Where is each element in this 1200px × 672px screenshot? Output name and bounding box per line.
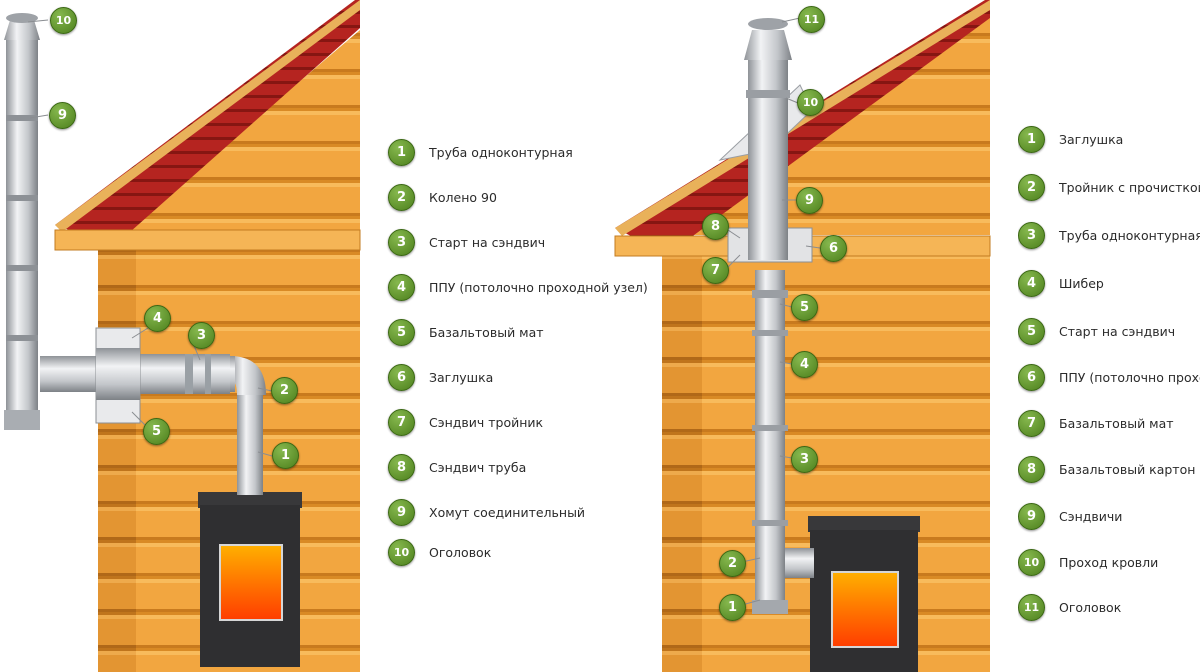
legend-number-badge: 2 bbox=[388, 183, 415, 211]
right-callout-6: 6 bbox=[820, 235, 847, 262]
left-side-wall bbox=[98, 248, 136, 672]
legend-label: Базальтовый мат bbox=[1059, 415, 1174, 431]
legend-label: Заглушка bbox=[1059, 131, 1124, 147]
legend-number-badge: 5 bbox=[388, 318, 415, 346]
legend-label: Оголовок bbox=[429, 544, 492, 560]
legend-number-badge: 1 bbox=[1018, 125, 1045, 153]
legend-label: ППУ (потолочно проходной узел) bbox=[1059, 369, 1200, 385]
legend-number-badge: 7 bbox=[1018, 409, 1045, 437]
left-legend-item: 10 Оголовок bbox=[388, 537, 491, 567]
right-legend-item: 5 Старт на сэндвич bbox=[1018, 316, 1175, 346]
legend-label: Оголовок bbox=[1059, 599, 1122, 615]
left-legend-item: 9 Хомут соединительный bbox=[388, 497, 585, 527]
right-legend-item: 6 ППУ (потолочно проходной узел) bbox=[1018, 362, 1200, 392]
legend-number-badge: 4 bbox=[388, 273, 415, 301]
legend-number-badge: 10 bbox=[388, 538, 415, 566]
legend-label: Базальтовый картон bbox=[1059, 461, 1196, 477]
legend-label: Сэндвичи bbox=[1059, 508, 1123, 524]
left-callout-4: 4 bbox=[144, 305, 171, 332]
legend-label: Тройник с прочисткой bbox=[1059, 179, 1200, 195]
right-legend-item: 10 Проход кровли bbox=[1018, 547, 1158, 577]
legend-number-badge: 7 bbox=[388, 408, 415, 436]
legend-number-badge: 6 bbox=[1018, 363, 1045, 391]
legend-label: Колено 90 bbox=[429, 189, 497, 205]
legend-number-badge: 8 bbox=[388, 453, 415, 481]
legend-number-badge: 3 bbox=[1018, 221, 1045, 249]
right-legend-item: 7 Базальтовый мат bbox=[1018, 408, 1174, 438]
legend-label: ППУ (потолочно проходной узел) bbox=[429, 279, 648, 295]
legend-number-badge: 4 bbox=[1018, 269, 1045, 297]
left-house bbox=[4, 0, 361, 672]
legend-label: Базальтовый мат bbox=[429, 324, 544, 340]
legend-number-badge: 11 bbox=[1018, 593, 1045, 621]
left-legend-item: 1 Труба одноконтурная bbox=[388, 137, 573, 167]
right-callout-2: 2 bbox=[719, 550, 746, 577]
right-legend-item: 4 Шибер bbox=[1018, 268, 1104, 298]
legend-label: Старт на сэндвич bbox=[429, 234, 546, 250]
right-main-pipe bbox=[755, 270, 785, 610]
right-side-wall bbox=[662, 255, 702, 672]
right-legend-item: 1 Заглушка bbox=[1018, 124, 1123, 154]
left-callout-10: 10 bbox=[50, 7, 77, 34]
left-stove-pipe bbox=[237, 395, 263, 495]
right-callout-3: 3 bbox=[791, 446, 818, 473]
right-legend-item: 8 Базальтовый картон bbox=[1018, 454, 1195, 484]
right-callout-10: 10 bbox=[797, 89, 824, 116]
legend-number-badge: 8 bbox=[1018, 455, 1045, 483]
legend-label: Старт на сэндвич bbox=[1059, 323, 1176, 339]
left-callout-1: 1 bbox=[272, 442, 299, 469]
right-callout-11: 11 bbox=[798, 6, 825, 33]
right-legend: 1 Заглушка 2 Тройник с прочисткой 3 Труба о… bbox=[1018, 124, 1200, 624]
right-callout-9: 9 bbox=[796, 187, 823, 214]
right-callout-8: 8 bbox=[702, 213, 729, 240]
right-callout-4: 4 bbox=[791, 351, 818, 378]
left-legend-item: 6 Заглушка bbox=[388, 362, 493, 392]
legend-label: Проход кровли bbox=[1059, 554, 1159, 570]
left-legend-item: 7 Сэндвич тройник bbox=[388, 407, 543, 437]
right-legend-item: 2 Тройник с прочисткой bbox=[1018, 172, 1200, 202]
right-stove bbox=[808, 516, 920, 672]
right-legend-item: 3 Труба одноконтурная bbox=[1018, 220, 1200, 250]
legend-number-badge: 5 bbox=[1018, 317, 1045, 345]
left-legend: 1 Труба одноконтурная 2 Колено 90 3 Старт н… bbox=[388, 137, 648, 567]
right-callout-5: 5 bbox=[791, 294, 818, 321]
left-legend-item: 3 Старт на сэндвич bbox=[388, 227, 545, 257]
legend-number-badge: 2 bbox=[1018, 173, 1045, 201]
left-legend-item: 4 ППУ (потолочно проходной узел) bbox=[388, 272, 648, 302]
left-callout-2: 2 bbox=[271, 377, 298, 404]
legend-label: Шибер bbox=[1059, 275, 1104, 291]
right-legend-item: 11 Оголовок bbox=[1018, 592, 1121, 622]
right-callout-1: 1 bbox=[719, 594, 746, 621]
left-elbow bbox=[230, 356, 266, 395]
legend-number-badge: 9 bbox=[388, 498, 415, 526]
left-chimney bbox=[6, 40, 38, 430]
legend-label: Хомут соединительный bbox=[429, 504, 586, 520]
legend-number-badge: 1 bbox=[388, 138, 415, 166]
legend-label: Труба одноконтурная bbox=[429, 144, 573, 160]
legend-label: Сэндвич тройник bbox=[429, 414, 544, 430]
left-stove bbox=[198, 492, 302, 667]
left-legend-item: 5 Базальтовый мат bbox=[388, 317, 544, 347]
legend-label: Сэндвич труба bbox=[429, 459, 527, 475]
right-chimney-cap bbox=[744, 30, 792, 60]
legend-label: Труба одноконтурная bbox=[1059, 227, 1200, 243]
left-ceiling-beam bbox=[54, 229, 361, 251]
right-legend-item: 9 Сэндвичи bbox=[1018, 501, 1122, 531]
legend-number-badge: 10 bbox=[1018, 548, 1045, 576]
right-callout-7: 7 bbox=[702, 257, 729, 284]
left-callout-3: 3 bbox=[188, 322, 215, 349]
legend-label: Заглушка bbox=[429, 369, 494, 385]
right-house bbox=[614, 0, 991, 672]
left-roof-edge bbox=[55, 0, 360, 232]
left-chimney-cap bbox=[4, 20, 40, 40]
legend-number-badge: 3 bbox=[388, 228, 415, 256]
left-callout-9: 9 bbox=[49, 102, 76, 129]
left-callout-5: 5 bbox=[143, 418, 170, 445]
legend-number-badge: 6 bbox=[388, 363, 415, 391]
left-legend-item: 2 Колено 90 bbox=[388, 182, 497, 212]
left-legend-item: 8 Сэндвич труба bbox=[388, 452, 526, 482]
legend-number-badge: 9 bbox=[1018, 502, 1045, 530]
